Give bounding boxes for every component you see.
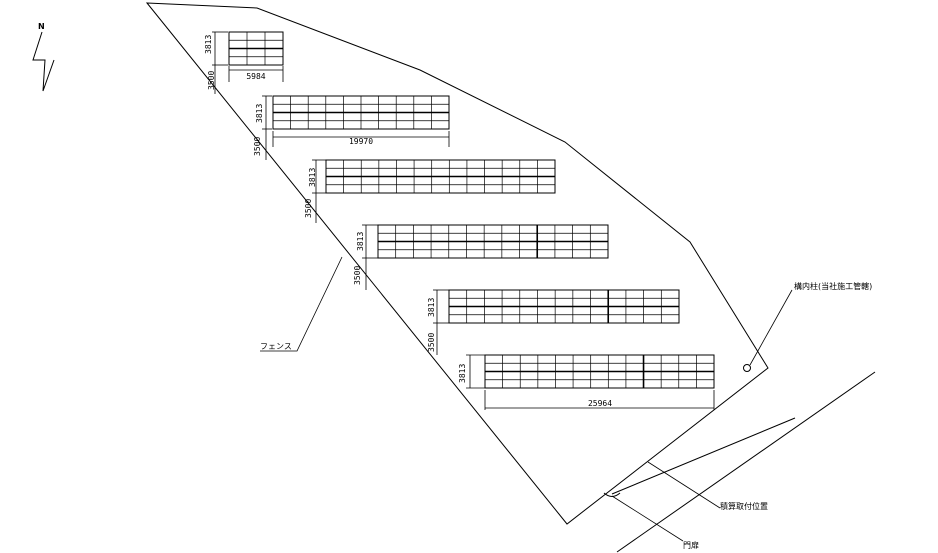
- gap-2-label: 3500: [253, 137, 262, 156]
- panel-arrays: [228, 31, 715, 389]
- gate-icon: [603, 492, 621, 497]
- array-2-height-label: 3813: [255, 104, 264, 123]
- gap-5-label: 3500: [427, 333, 436, 352]
- array-3-height-label: 3813: [308, 168, 317, 187]
- pole-label: 構内柱(当社施工管轄): [794, 281, 872, 291]
- array-1-height-label: 3813: [204, 35, 213, 54]
- fence-label: フェンス: [260, 342, 292, 351]
- panel-array-6: [484, 354, 715, 389]
- gap-3-label: 3500: [304, 199, 313, 218]
- site-boundary: [145, 2, 769, 525]
- gap-1-label: 3500: [207, 71, 216, 90]
- road: [611, 371, 876, 553]
- dimension-labels: 5984 19970 25964 3813 3813 3813 3813 381…: [204, 35, 612, 408]
- panel-array-4: [377, 224, 609, 259]
- meter-position-label: 積算取付位置: [720, 501, 768, 511]
- array-6-width-label: 25964: [588, 399, 612, 408]
- north-arrow: N: [32, 22, 55, 92]
- panel-array-2: [272, 95, 450, 130]
- leader-lines: [260, 256, 793, 542]
- panel-array-3: [325, 159, 556, 194]
- north-arrow-icon: [32, 31, 55, 92]
- array-4-height-label: 3813: [356, 232, 365, 251]
- panel-array-1: [228, 31, 284, 66]
- gap-4-label: 3500: [353, 266, 362, 285]
- pole-icon: [743, 364, 751, 372]
- array-5-height-label: 3813: [427, 298, 436, 317]
- gate-label: 門扉: [683, 540, 699, 550]
- north-label: N: [38, 22, 45, 31]
- vertical-dimension-lines: [212, 31, 485, 389]
- array-2-width-label: 19970: [349, 137, 373, 146]
- panel-array-5: [448, 289, 680, 324]
- array-6-height-label: 3813: [458, 364, 467, 383]
- array-1-width-label: 5984: [246, 72, 265, 81]
- horizontal-dimension-lines: [228, 66, 715, 410]
